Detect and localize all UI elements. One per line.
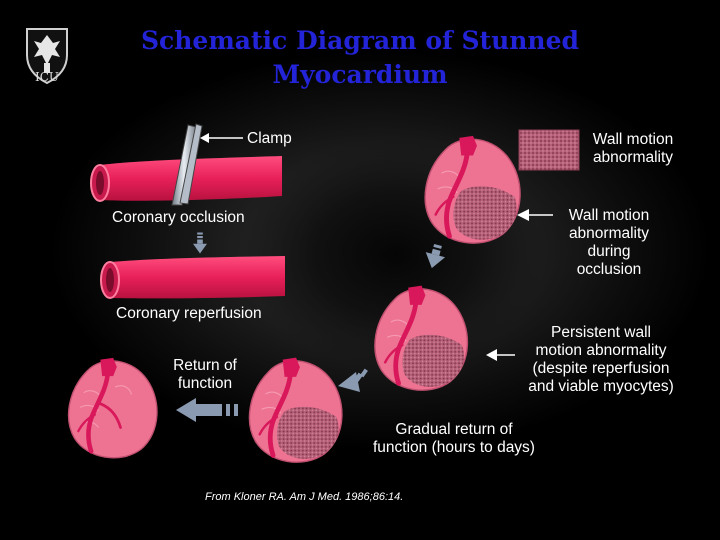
heart-recovering [249,358,341,462]
label-clamp: Clamp [247,130,292,147]
heart-reperfusion [375,286,467,390]
title-line-2: Myocardium [272,60,448,89]
label-coronary-occlusion: Coronary occlusion [112,209,245,226]
vessel-reperfused [100,256,285,299]
label-legend-wall-motion: Wall motion abnormality [592,131,674,166]
label-wall-motion-during-occlusion: Wall motion abnormality during occlusion [568,207,650,278]
title-line-1: Schematic Diagram of Stunned [140,26,579,55]
label-gradual-return: Gradual return of function (hours to day… [373,421,535,456]
arrow-icon-occlusion-to-reperfusion [425,243,446,269]
arrow-icon-to-occlusion-heart [517,209,553,221]
label-return-of-function: Return of function [173,357,237,392]
heart-occlusion [425,136,520,243]
arrow-icon-reperfusion-to-recovery [338,368,368,392]
label-persistent-abnormality: Persistent wall motion abnormality (desp… [528,324,674,395]
citation: From Kloner RA. Am J Med. 1986;86:14. [205,491,404,503]
legend-swatch-abnormal [518,129,580,171]
heart-normal [69,358,157,458]
arrow-icon-vessel-down [193,232,207,254]
clamp-icon [171,123,203,206]
arrow-icon-recovery-to-normal [176,398,238,422]
logo-text: ICU [34,70,60,84]
university-crest-icon [26,28,68,85]
page-title: Schematic Diagram of Stunned Myocardium [110,24,610,92]
label-coronary-reperfusion: Coronary reperfusion [116,305,262,322]
arrow-icon-to-reperfusion-heart [486,349,515,361]
